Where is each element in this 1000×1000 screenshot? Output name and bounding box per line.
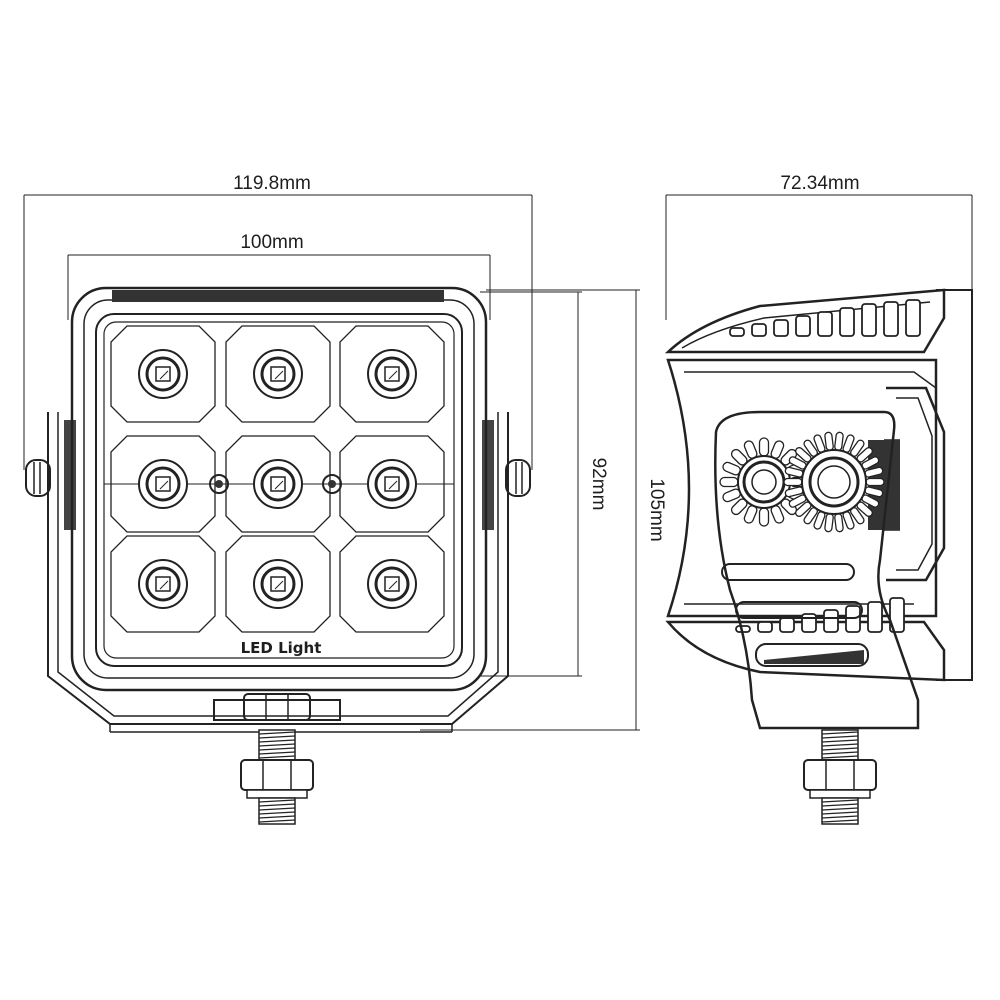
led-icon bbox=[367, 349, 417, 399]
indicator-dot-right bbox=[322, 474, 342, 494]
left-knob-icon bbox=[25, 459, 51, 497]
led-icon bbox=[253, 459, 303, 509]
side-profile-step bbox=[886, 386, 946, 582]
bracket-slot-1 bbox=[721, 563, 855, 581]
adjustment-gear-left-icon bbox=[719, 437, 809, 527]
brand-label: LED Light bbox=[241, 639, 322, 657]
reflector-cell bbox=[225, 535, 331, 633]
bracket-slot-3 bbox=[755, 643, 869, 667]
side-mounting-bolt-icon bbox=[803, 729, 877, 825]
dimension-overall-width: 119.8mm bbox=[23, 173, 533, 470]
led-icon bbox=[138, 559, 188, 609]
cooling-fins-top bbox=[729, 299, 921, 337]
top-fin-cap bbox=[664, 288, 946, 354]
dimension-lens-height: 92mm bbox=[480, 291, 609, 677]
led-icon bbox=[253, 349, 303, 399]
front-view: LED Light bbox=[25, 286, 531, 825]
overall-width-label: 119.8mm bbox=[233, 173, 311, 194]
led-icon bbox=[138, 459, 188, 509]
side-body bbox=[666, 358, 938, 618]
depth-label: 72.34mm bbox=[780, 173, 859, 194]
led-icon bbox=[367, 559, 417, 609]
bracket-slot-2 bbox=[735, 601, 863, 619]
led-icon bbox=[253, 559, 303, 609]
led-icon bbox=[367, 459, 417, 509]
right-rail bbox=[482, 420, 494, 530]
dimension-depth: 72.34mm bbox=[665, 173, 973, 320]
dimension-lens-width: 100mm bbox=[67, 232, 491, 320]
led-icon bbox=[138, 349, 188, 399]
reflector-cell bbox=[110, 435, 216, 533]
reflector-grid bbox=[110, 325, 445, 633]
adjustment-gear-right-icon bbox=[783, 431, 885, 533]
rear-plate bbox=[936, 289, 973, 681]
reflector-cell bbox=[225, 325, 331, 423]
top-bezel-bar bbox=[112, 290, 444, 302]
lens-panel bbox=[95, 313, 463, 667]
reflector-cell bbox=[339, 535, 445, 633]
overall-height-label: 105mm bbox=[646, 478, 667, 541]
lens-width-label: 100mm bbox=[240, 232, 303, 253]
mounting-bolt-icon bbox=[240, 729, 314, 825]
reflector-cell bbox=[110, 535, 216, 633]
left-rail bbox=[64, 420, 76, 530]
bottom-fin-cap bbox=[665, 620, 946, 682]
dimension-overall-height: 105mm bbox=[420, 289, 667, 731]
reflector-cell bbox=[110, 325, 216, 423]
lens-height-label: 92mm bbox=[588, 458, 609, 511]
reflector-cell bbox=[225, 435, 331, 533]
housing bbox=[70, 286, 488, 692]
reflector-cell bbox=[339, 325, 445, 423]
right-knob-icon bbox=[505, 459, 531, 497]
side-view bbox=[664, 288, 973, 825]
reflector-cell bbox=[339, 435, 445, 533]
led-array bbox=[138, 349, 417, 609]
side-bracket bbox=[714, 410, 920, 730]
bottom-clamp bbox=[213, 693, 341, 721]
indicator-dot-left bbox=[209, 474, 229, 494]
lens-inner bbox=[103, 321, 455, 659]
